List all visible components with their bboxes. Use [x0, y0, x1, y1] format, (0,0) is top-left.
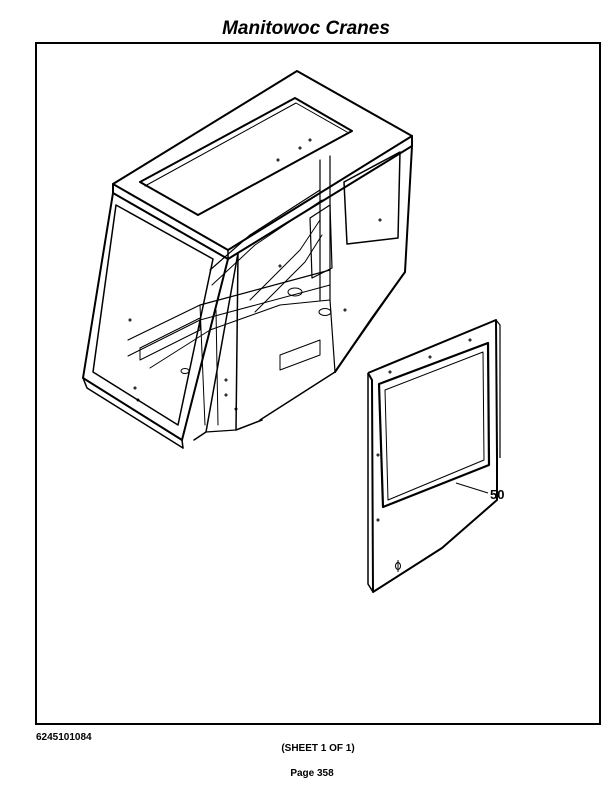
page-header-title: Manitowoc Cranes	[222, 18, 390, 39]
door-panel-illustration	[367, 319, 501, 593]
cab-frame-illustration	[82, 70, 413, 449]
drawing-frame	[35, 42, 601, 725]
callout-50: 50	[490, 487, 504, 502]
drawing-part-number: 6245101084	[36, 732, 92, 743]
page-number: Page 358	[290, 768, 334, 779]
callout-leader-line	[455, 482, 489, 494]
sheet-indicator: (SHEET 1 OF 1)	[281, 743, 355, 754]
